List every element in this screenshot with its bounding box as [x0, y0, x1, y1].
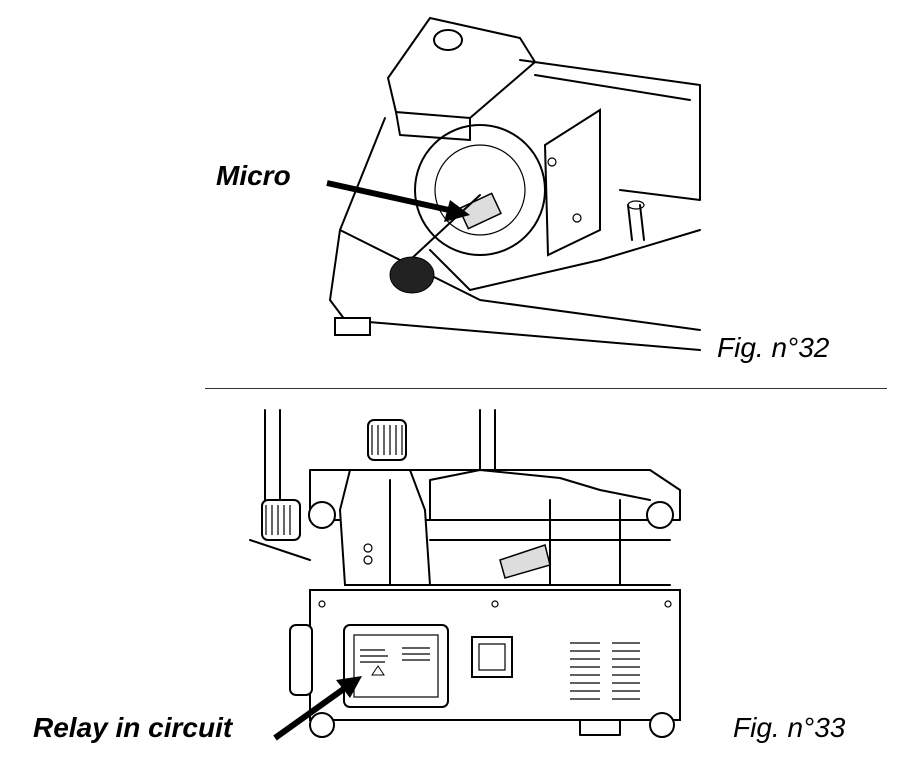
relay-callout-label: Relay in circuit — [33, 712, 233, 743]
figure-32-caption: Fig. n°32 — [717, 332, 830, 363]
figure-divider — [205, 388, 887, 389]
figure-33-caption: Fig. n°33 — [733, 712, 846, 743]
figure-32-drawing — [326, 16, 701, 351]
micro-callout-label: Micro — [216, 160, 291, 191]
